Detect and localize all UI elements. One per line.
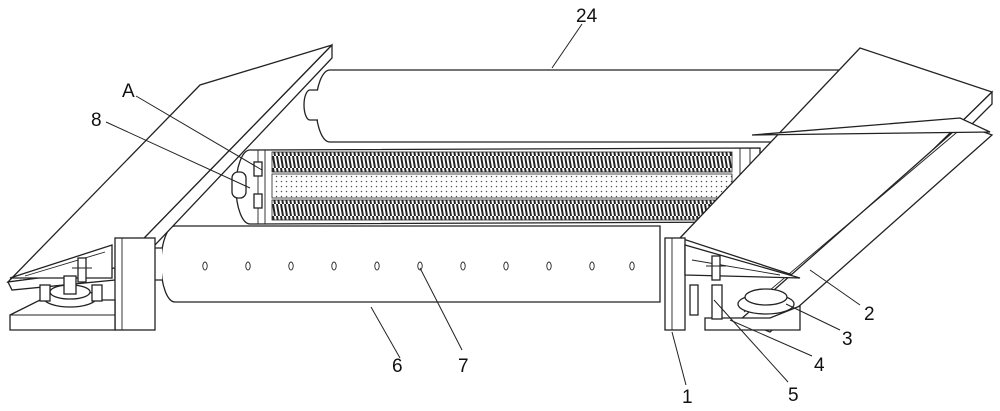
left-frame bbox=[6, 43, 333, 331]
part-labels: 24 A 8 6 7 1 5 4 3 2 bbox=[91, 6, 875, 408]
bristle-band-top bbox=[271, 151, 733, 173]
right-frame bbox=[664, 47, 994, 333]
bristle-band-bottom bbox=[271, 199, 733, 221]
clip-bottom bbox=[253, 193, 263, 209]
label-4: 4 bbox=[814, 355, 825, 376]
label-1: 1 bbox=[682, 387, 693, 408]
label-5: 5 bbox=[788, 385, 799, 406]
label-24: 24 bbox=[576, 6, 598, 27]
label-a: A bbox=[122, 81, 135, 102]
label-6: 6 bbox=[392, 356, 403, 377]
brush-roller bbox=[231, 147, 761, 225]
label-2: 2 bbox=[864, 304, 875, 325]
label-3: 3 bbox=[842, 329, 853, 350]
clip-top bbox=[253, 161, 263, 177]
leader-lines bbox=[105, 23, 861, 386]
front-roller bbox=[145, 225, 661, 303]
roller-holes bbox=[202, 261, 635, 271]
mesh-band bbox=[271, 173, 733, 199]
back-roller bbox=[303, 69, 841, 143]
label-8: 8 bbox=[91, 110, 102, 131]
label-7: 7 bbox=[458, 356, 469, 377]
